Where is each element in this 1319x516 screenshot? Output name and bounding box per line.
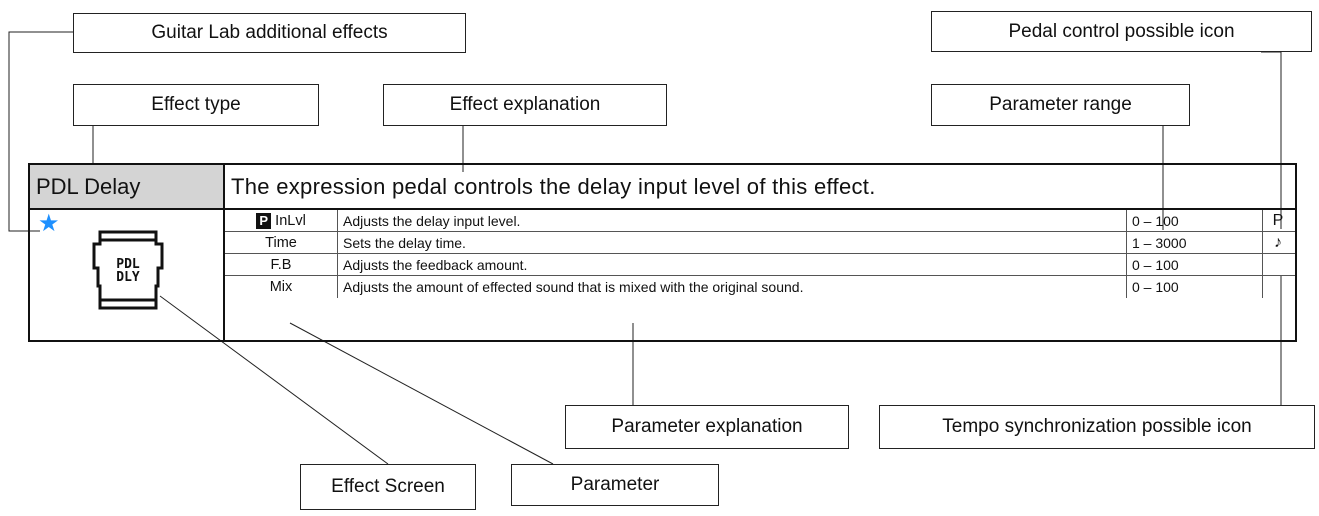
effect-table: PDL Delay The expression pedal controls … xyxy=(28,163,1297,342)
table-row: F.B Adjusts the feedback amount. 0 – 100 xyxy=(225,254,1295,276)
table-row: Time Sets the delay time. 1 – 3000 ♪ xyxy=(225,232,1295,254)
star-icon: ★ xyxy=(38,210,60,237)
screen-text-line2: DLY xyxy=(116,270,140,285)
effect-screen-icon: PDL DLY xyxy=(92,230,164,310)
parameter-range: 0 – 100 xyxy=(1127,210,1263,231)
parameter-explanation: Adjusts the feedback amount. xyxy=(338,254,1127,275)
callout-effect-explanation: Effect explanation xyxy=(383,84,667,126)
parameter-explanation: Adjusts the delay input level. xyxy=(338,210,1127,231)
callout-pedal-control-icon: Pedal control possible icon xyxy=(931,11,1312,52)
effect-name: PDL Delay xyxy=(30,165,225,210)
parameter-name: Time xyxy=(225,232,338,253)
parameter-explanation: Adjusts the amount of effected sound tha… xyxy=(338,276,1127,298)
callout-parameter-range: Parameter range xyxy=(931,84,1190,126)
effect-screen-cell: ★ PDL DLY xyxy=(30,210,225,340)
table-row: P InLvl Adjusts the delay input level. 0… xyxy=(225,210,1295,232)
callout-tempo-sync-icon: Tempo synchronization possible icon xyxy=(879,405,1315,449)
parameter-name-cell: P InLvl xyxy=(225,210,338,231)
callout-effect-type: Effect type xyxy=(73,84,319,126)
pedal-badge-icon: P xyxy=(256,212,272,229)
parameter-table: P InLvl Adjusts the delay input level. 0… xyxy=(225,210,1295,340)
parameter-range: 0 – 100 xyxy=(1127,276,1263,298)
parameter-name: Mix xyxy=(225,276,338,298)
parameter-icon-cell xyxy=(1263,254,1293,275)
parameter-name: InLvl xyxy=(275,212,306,229)
parameter-range: 0 – 100 xyxy=(1127,254,1263,275)
parameter-explanation: Sets the delay time. xyxy=(338,232,1127,253)
callout-parameter: Parameter xyxy=(511,464,719,506)
parameter-icon-cell xyxy=(1263,276,1293,298)
parameter-range: 1 – 3000 xyxy=(1127,232,1263,253)
effect-description: The expression pedal controls the delay … xyxy=(225,165,1295,210)
parameter-name: F.B xyxy=(225,254,338,275)
pedal-control-icon: P xyxy=(1272,211,1284,229)
callout-effect-screen: Effect Screen xyxy=(300,464,476,510)
screen-text-line1: PDL xyxy=(116,257,140,272)
tempo-sync-icon: ♪ xyxy=(1274,233,1282,251)
table-row: Mix Adjusts the amount of effected sound… xyxy=(225,276,1295,298)
callout-guitar-lab-additional-effects: Guitar Lab additional effects xyxy=(73,13,466,53)
callout-parameter-explanation: Parameter explanation xyxy=(565,405,849,449)
